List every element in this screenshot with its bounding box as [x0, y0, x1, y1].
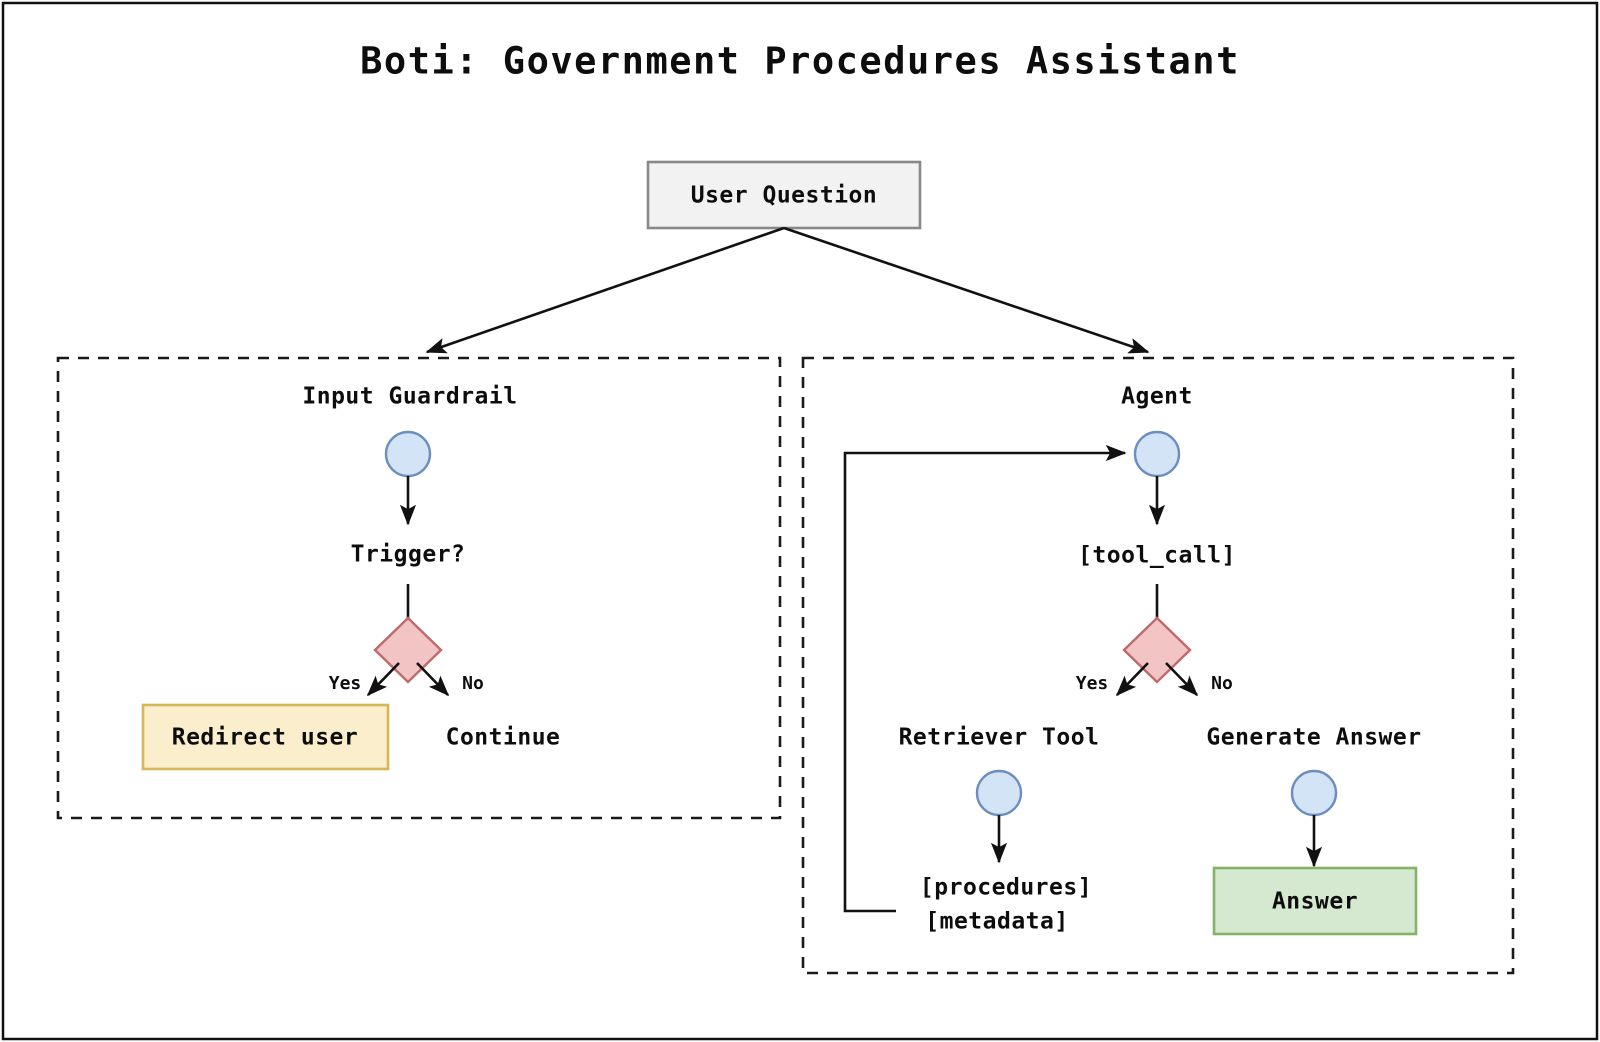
edge-trigger-no: [416, 662, 450, 697]
group-agent: Agent [tool_call] Yes No Retriever Tool: [801, 356, 1515, 975]
metadata-output-label: [metadata]: [925, 909, 1068, 935]
edge-feedback-loop: [843, 444, 1127, 913]
toolcall-no-label: No: [1211, 673, 1233, 694]
toolcall-yes-label: Yes: [1076, 673, 1109, 694]
continue-label: Continue: [446, 725, 561, 751]
trigger-yes-label: Yes: [329, 673, 362, 694]
input-guardrail-title: Input Guardrail: [302, 384, 517, 410]
procedures-output-label: [procedures]: [920, 875, 1092, 901]
edge-toolcall-yes: [1115, 662, 1149, 697]
redirect-user-label: Redirect user: [172, 725, 359, 751]
input-guardrail-panel: [56, 356, 782, 820]
page-title: Boti: Government Procedures Assistant: [360, 40, 1240, 83]
trigger-no-label: No: [462, 673, 484, 694]
trigger-decision-label: Trigger?: [351, 542, 466, 568]
group-input-guardrail: Input Guardrail Trigger? Yes No Redirect…: [56, 356, 782, 820]
input-guardrail-start-circle-icon[interactable]: [384, 430, 432, 478]
generate-answer-circle-icon[interactable]: [1290, 769, 1338, 817]
user-question-label: User Question: [691, 183, 878, 209]
agent-panel: [801, 356, 1515, 975]
agent-start-circle-icon[interactable]: [1133, 430, 1181, 478]
edge-trigger-yes: [366, 662, 400, 697]
tool-call-diamond-decision-icon[interactable]: [1122, 616, 1192, 684]
retriever-tool-title: Retriever Tool: [899, 725, 1100, 751]
edge-toolcall-no: [1165, 662, 1199, 697]
answer-box[interactable]: [1212, 866, 1418, 936]
agent-title: Agent: [1121, 384, 1193, 410]
generate-answer-title: Generate Answer: [1206, 725, 1421, 751]
edge-question-to-agent: [783, 226, 1150, 354]
retriever-tool-circle-icon[interactable]: [975, 769, 1023, 817]
redirect-user-box[interactable]: [141, 703, 390, 771]
tool-call-label: [tool_call]: [1078, 543, 1236, 569]
trigger-diamond-decision-icon[interactable]: [373, 616, 443, 684]
answer-label: Answer: [1272, 889, 1358, 915]
edge-question-to-guardrail: [425, 226, 785, 354]
